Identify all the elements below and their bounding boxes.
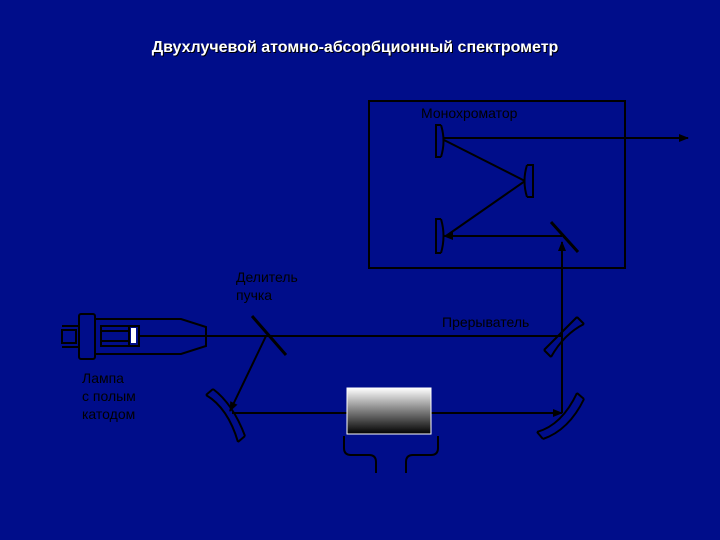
lamp-label-line3: катодом — [82, 406, 135, 422]
lamp-label-line2: с полым — [82, 388, 136, 404]
slide-title: Двухлучевой атомно-абсорбционный спектро… — [151, 39, 559, 56]
bottom-right-mirror — [536, 392, 585, 440]
chopper-label: Прерыватель — [442, 314, 529, 330]
mono-top-mirror — [435, 124, 445, 158]
mono-bottom-mirror — [435, 218, 445, 254]
lamp-anode — [131, 328, 136, 343]
monochromator-box — [368, 100, 626, 269]
mono-middle-mirror — [523, 164, 534, 198]
beam-splitter-label-line1: Делитель — [236, 269, 298, 285]
bottom-left-mirror — [205, 388, 246, 443]
mono-grating — [549, 220, 580, 254]
atomizer-cell — [346, 387, 432, 435]
lamp-label-line1: Лампа — [82, 370, 124, 386]
beam-mono-diag-1 — [443, 139, 526, 182]
beam-mono-diag-2 — [445, 180, 526, 237]
beam-splitter-to-left-mirror — [229, 335, 267, 412]
beam-splitter — [250, 315, 288, 356]
chopper-mirror — [543, 316, 585, 358]
atomizer-stand — [343, 436, 439, 473]
beam-splitter-label-line2: пучка — [236, 287, 272, 303]
monochromator-label: Монохроматор — [421, 105, 518, 121]
